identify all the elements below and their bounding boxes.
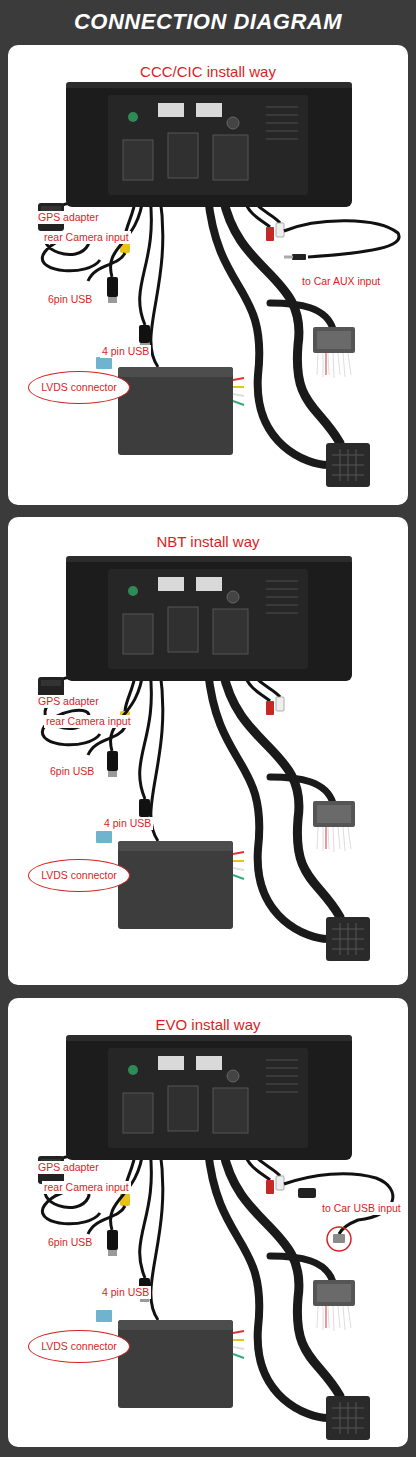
part-label: to Car AUX input — [300, 275, 382, 288]
part-label: GPS adapter — [36, 211, 101, 224]
part-label: 4 pin USB — [100, 345, 151, 358]
panel-heading: EVO install way — [8, 1016, 408, 1034]
callout-ellipse: LVDS connector — [28, 1330, 130, 1363]
install-panel: EVO install wayLVDS connector GPS adapter… — [8, 998, 408, 1447]
install-panel: CCC/CIC install wayLVDS connector GPS ada… — [8, 45, 408, 505]
part-label: rear Camera input — [42, 1181, 131, 1194]
part-label: rear Camera input — [44, 715, 133, 728]
callout-ellipse: LVDS connector — [28, 371, 130, 404]
install-panel: NBT install wayLVDS connector GPS adapter… — [8, 517, 408, 985]
panel-heading: NBT install way — [8, 533, 408, 551]
diagram-title: CONNECTION DIAGRAM — [0, 8, 416, 36]
part-label: 4 pin USB — [102, 817, 153, 830]
part-label: rear Camera input — [42, 231, 131, 244]
callout-text: LVDS connector — [41, 381, 117, 394]
part-label: 6pin USB — [48, 765, 96, 778]
part-label: 6pin USB — [46, 293, 94, 306]
callout-text: LVDS connector — [41, 869, 117, 882]
callout-text: LVDS connector — [41, 1340, 117, 1353]
part-label: GPS adapter — [36, 1161, 101, 1174]
part-label: to Car USB input — [320, 1202, 403, 1215]
callout-ellipse: LVDS connector — [28, 859, 130, 892]
panel-heading: CCC/CIC install way — [8, 63, 408, 81]
part-label: 4 pin USB — [100, 1286, 151, 1299]
part-label: GPS adapter — [36, 695, 101, 708]
part-label: 6pin USB — [46, 1236, 94, 1249]
